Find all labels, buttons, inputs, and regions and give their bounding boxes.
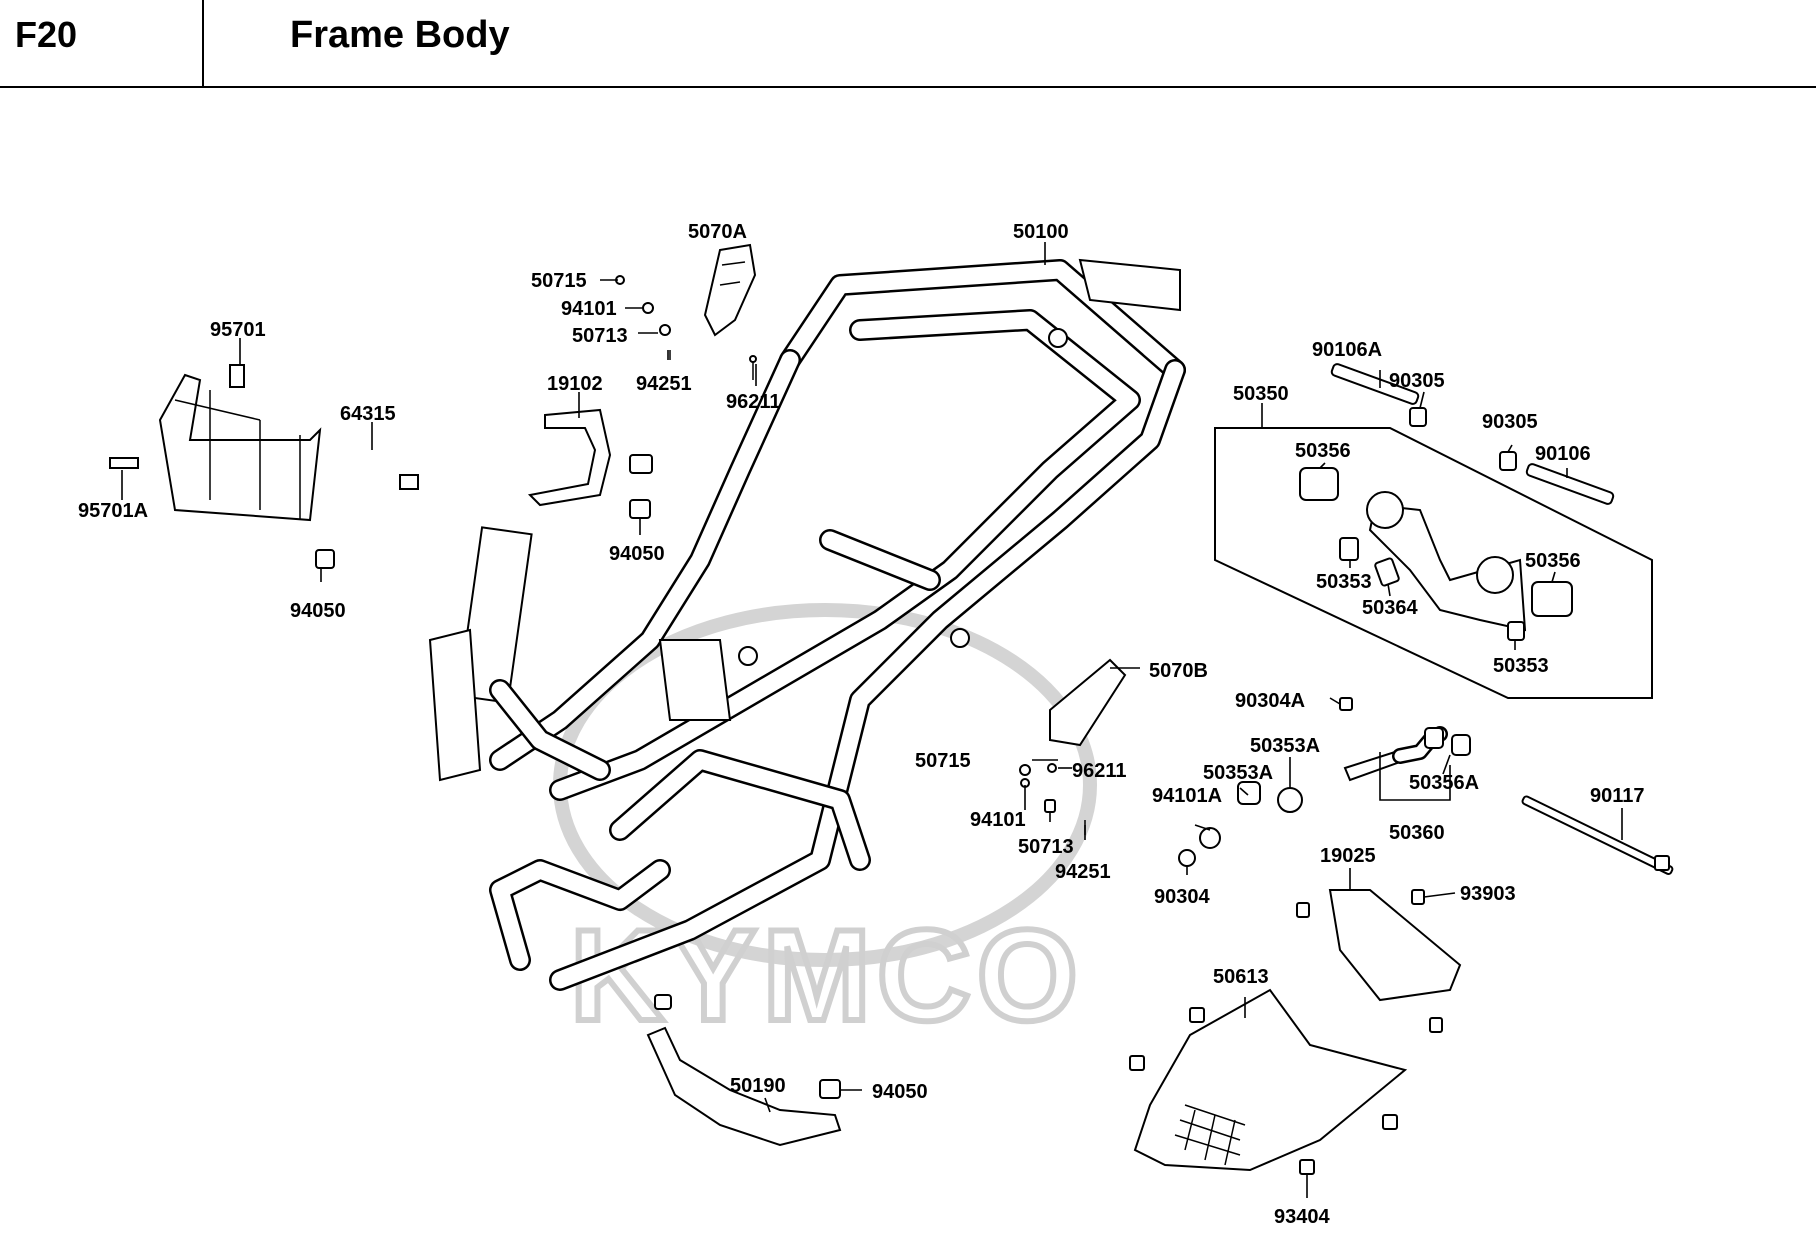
callout-96211-top: 96211 xyxy=(726,391,781,413)
bolt-90106A xyxy=(1330,363,1420,405)
callout-90304A: 90304A xyxy=(1235,690,1305,712)
callout-50356-b: 50356 xyxy=(1525,550,1581,572)
callout-50100: 50100 xyxy=(1013,221,1069,243)
callout-90106: 90106 xyxy=(1535,443,1591,465)
callout-93903: 93903 xyxy=(1460,883,1516,905)
nut-94050-a xyxy=(315,549,335,569)
callout-50356-a: 50356 xyxy=(1295,440,1351,462)
callout-94101-top: 94101 xyxy=(561,298,617,320)
callout-50713-top: 50713 xyxy=(572,325,628,347)
nut-94050-c xyxy=(819,1079,841,1099)
callout-96211-mid: 96211 xyxy=(1072,760,1127,782)
callout-50353A-b: 50353A xyxy=(1203,762,1273,784)
rod-90117 xyxy=(1521,795,1674,875)
callout-64315: 64315 xyxy=(340,403,396,425)
callout-50715-mid: 50715 xyxy=(915,750,971,772)
pivot-pipe-50360 xyxy=(1343,750,1402,782)
cover-19025 xyxy=(1328,889,1462,1002)
callout-5070B: 5070B xyxy=(1149,660,1208,682)
page-title: Frame Body xyxy=(290,14,510,56)
engine-hanger-link xyxy=(1299,467,1573,641)
callout-90117: 90117 xyxy=(1590,785,1645,807)
callout-90305-b: 90305 xyxy=(1482,411,1538,433)
page-header: F20 Frame Body xyxy=(0,0,1816,88)
header-divider xyxy=(202,0,204,88)
callout-93404: 93404 xyxy=(1274,1206,1330,1228)
callout-95701A: 95701A xyxy=(78,500,148,522)
exploded-parts-diagram: KYMCO xyxy=(78,221,1674,1228)
callout-50364: 50364 xyxy=(1362,597,1418,619)
swingarm-kit-box-50350 xyxy=(1214,427,1653,699)
callout-94101-mid: 94101 xyxy=(970,809,1026,831)
callout-90304: 90304 xyxy=(1154,886,1210,908)
callout-90305-a: 90305 xyxy=(1389,370,1445,392)
main-frame-50100 xyxy=(428,258,1186,991)
side-cover-5070B xyxy=(1049,658,1127,747)
callout-50190: 50190 xyxy=(730,1075,786,1097)
watermark-text: KYMCO xyxy=(570,902,1084,1048)
callout-5070A: 5070A xyxy=(688,221,747,243)
callout-95701: 95701 xyxy=(210,319,266,341)
callout-50356A: 50356A xyxy=(1409,772,1479,794)
callout-94050-c: 94050 xyxy=(872,1081,928,1103)
callout-94251-top: 94251 xyxy=(636,373,692,395)
callout-94251-mid: 94251 xyxy=(1055,861,1111,883)
side-cover-5070A xyxy=(703,243,757,337)
header-rule xyxy=(0,86,1816,88)
callout-94050-a: 94050 xyxy=(290,600,346,622)
kymco-watermark: KYMCO xyxy=(553,603,1097,1051)
section-code: F20 xyxy=(15,14,78,55)
bolt-90106 xyxy=(1525,463,1615,505)
callout-50613: 50613 xyxy=(1213,966,1269,988)
callout-19025: 19025 xyxy=(1320,845,1376,867)
callout-50353-a: 50353 xyxy=(1316,571,1372,593)
callout-50353A-a: 50353A xyxy=(1250,735,1320,757)
leader-lines xyxy=(121,242,1623,1198)
callout-50360: 50360 xyxy=(1389,822,1445,844)
nut-94050-b xyxy=(629,499,651,519)
callout-50715-top: 50715 xyxy=(531,270,587,292)
undercover-50613 xyxy=(1133,988,1408,1172)
callout-50353-b: 50353 xyxy=(1493,655,1549,677)
callout-19102: 19102 xyxy=(547,373,603,395)
callout-94101A: 94101A xyxy=(1152,785,1222,807)
bracket-19102 xyxy=(527,408,612,507)
bracket-assembly-64315 xyxy=(109,364,419,522)
part-number-callouts: 5070A 50100 50715 94101 50713 94251 96211 95701… xyxy=(78,221,1645,1228)
callout-94050-b: 94050 xyxy=(609,543,665,565)
callout-90106A: 90106A xyxy=(1312,339,1382,361)
callout-50713-mid: 50713 xyxy=(1018,836,1074,858)
callout-50350: 50350 xyxy=(1233,383,1289,405)
brace-50190 xyxy=(646,1026,842,1147)
